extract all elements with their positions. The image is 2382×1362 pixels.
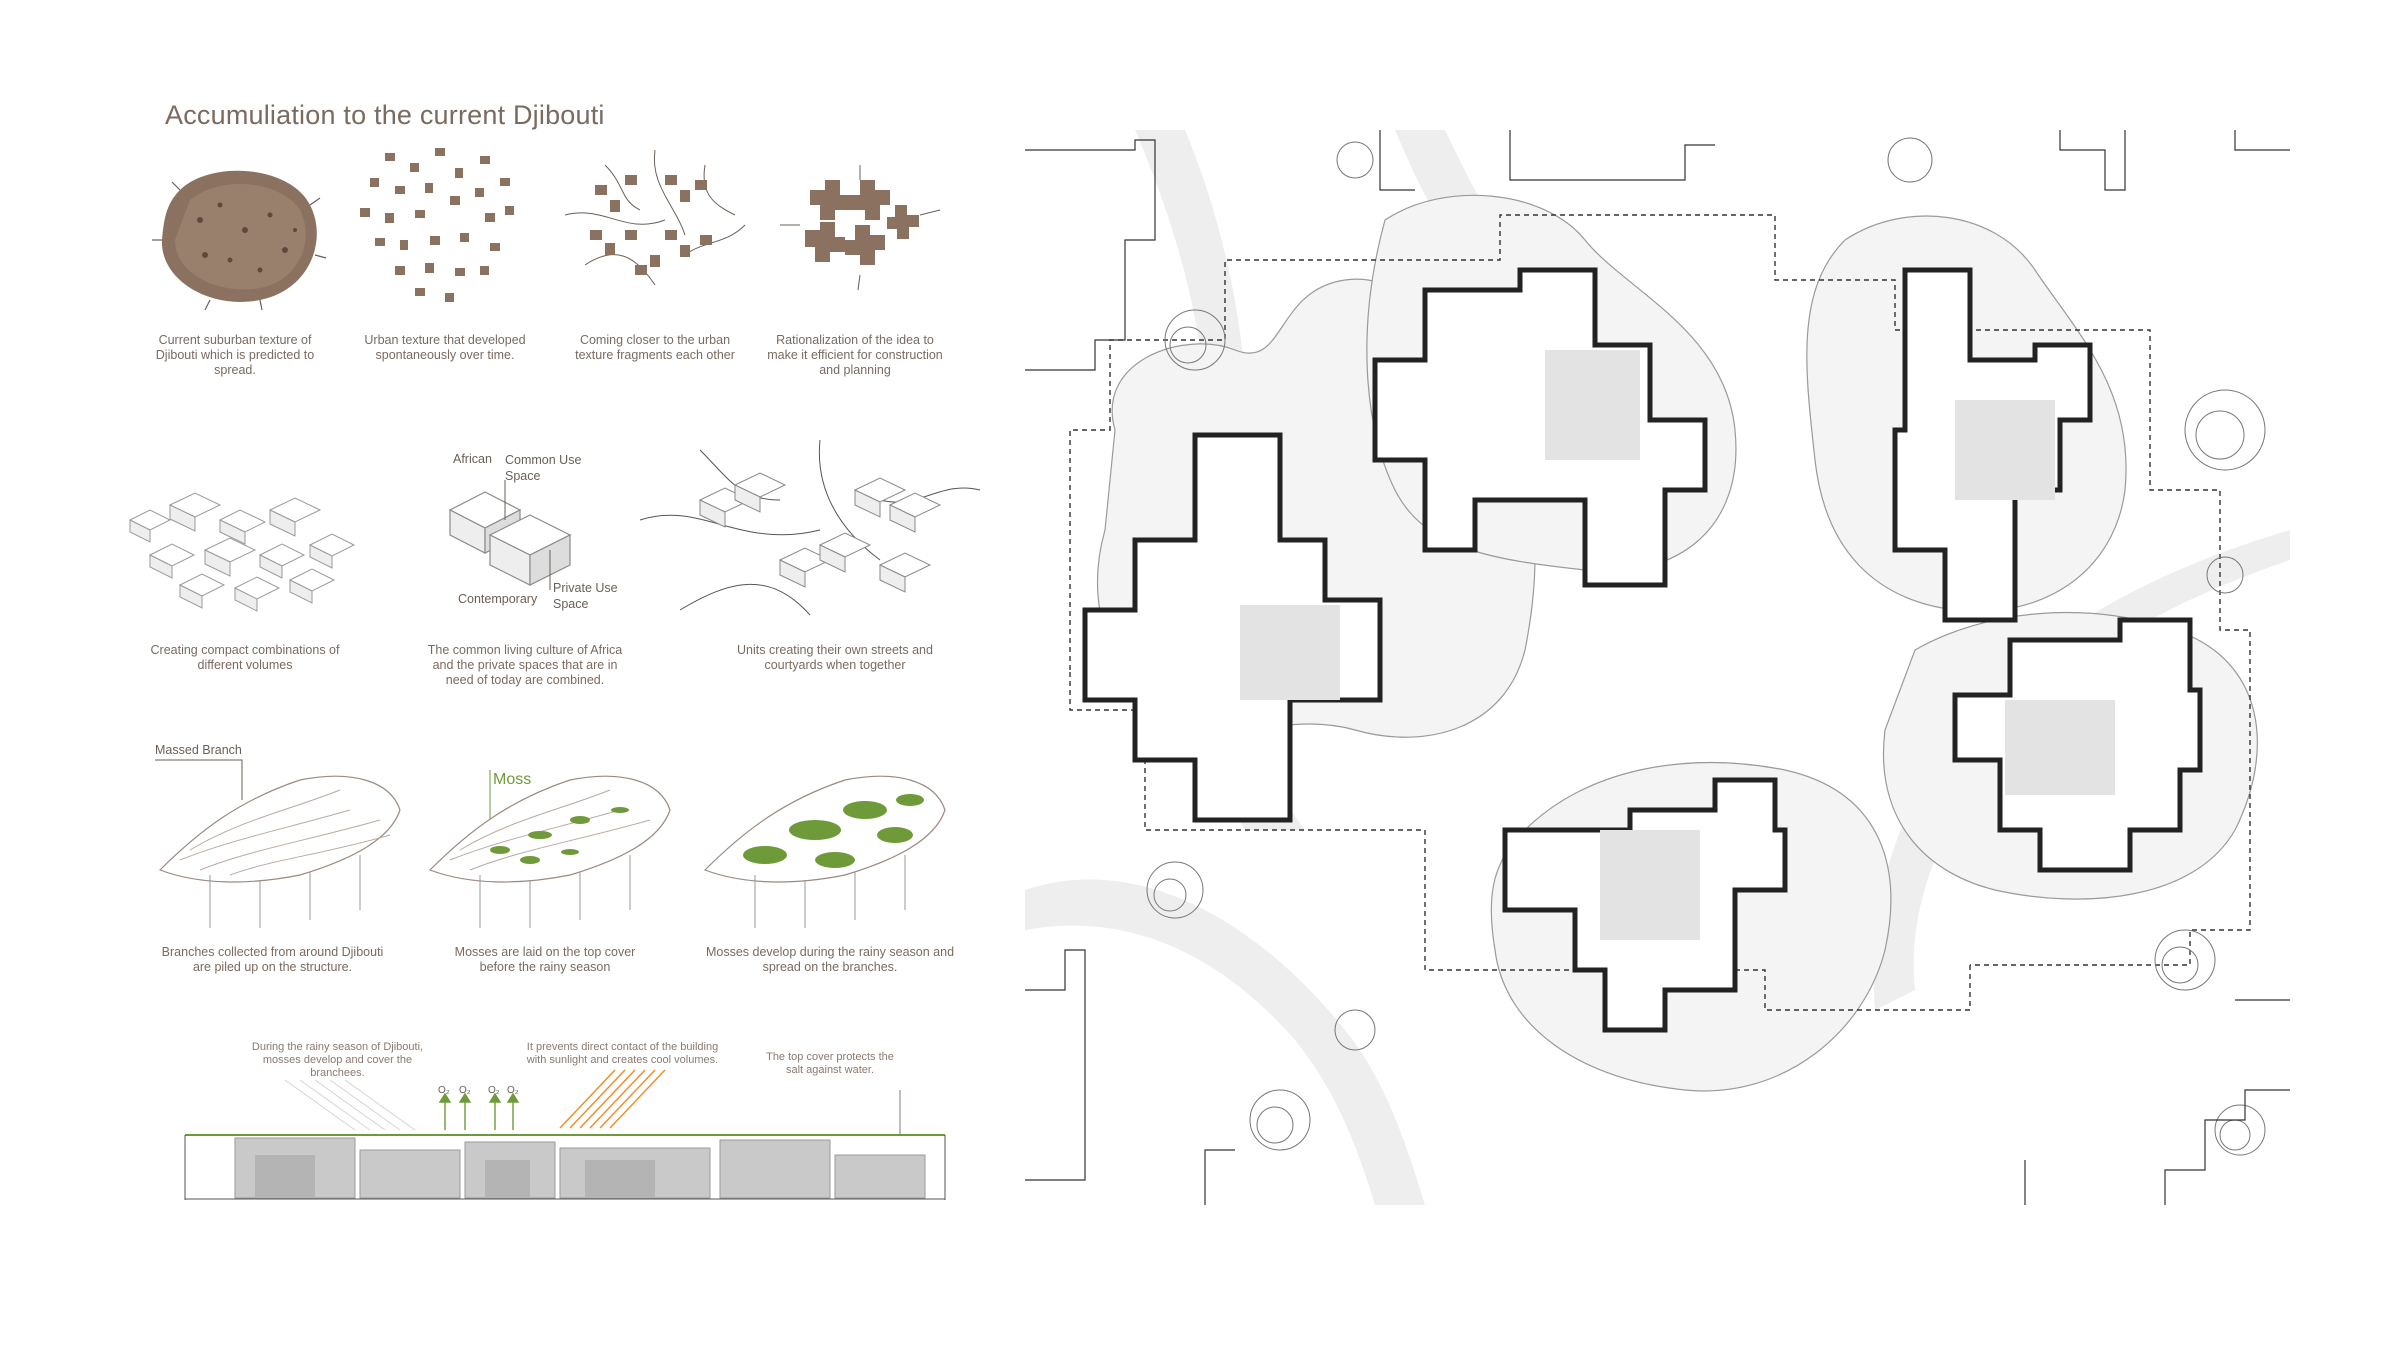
massed-branch-leader bbox=[155, 759, 243, 800]
label-private-use: Private Use Space bbox=[553, 581, 618, 611]
branch-cover-3 bbox=[703, 775, 946, 928]
suburban-texture-blob bbox=[152, 170, 327, 311]
section-drawing: O₂ O₂ O₂ O₂ bbox=[184, 1069, 946, 1200]
branch-cover-1 bbox=[158, 775, 401, 928]
caption-spontaneous: Urban texture that developed spontaneous… bbox=[364, 333, 526, 362]
caption-rationalization: Rationalization of the idea to make it e… bbox=[767, 333, 943, 377]
o2-label-2: O₂ bbox=[459, 1085, 471, 1096]
fragmented-texture bbox=[564, 149, 746, 286]
caption-mosses-laid: Mosses are laid on the top cover before … bbox=[454, 945, 636, 974]
note-sunlight: It prevents direct contact of the buildi… bbox=[526, 1041, 719, 1066]
o2-label-3: O₂ bbox=[488, 1085, 500, 1096]
rationalized-texture bbox=[780, 165, 941, 291]
caption-units-streets: Units creating their own streets and cou… bbox=[737, 643, 933, 672]
label-massed-branch: Massed Branch bbox=[155, 743, 242, 757]
o2-label-1: O₂ bbox=[438, 1085, 450, 1096]
panel-title: Accumuliation to the current Djibouti bbox=[165, 100, 605, 130]
label-common-use: Common Use Space bbox=[505, 453, 582, 483]
note-rainy-season: During the rainy season of Djibouti, mos… bbox=[251, 1041, 424, 1079]
label-african: African bbox=[453, 452, 492, 466]
o2-label-4: O₂ bbox=[507, 1085, 519, 1096]
caption-suburban: Current suburban texture of Djibouti whi… bbox=[155, 333, 315, 377]
common-private-iso bbox=[448, 480, 572, 590]
label-contemporary: Contemporary bbox=[458, 592, 538, 606]
site-plan bbox=[1025, 130, 2290, 1205]
caption-compact: Creating compact combinations of differe… bbox=[150, 643, 340, 672]
caption-mosses-develop: Mosses develop during the rainy season a… bbox=[705, 945, 955, 974]
spontaneous-texture bbox=[360, 148, 514, 302]
label-moss: Moss bbox=[493, 771, 532, 788]
caption-branches: Branches collected from around Djibouti … bbox=[161, 945, 384, 974]
caption-common-culture: The common living culture of Africa and … bbox=[427, 643, 623, 687]
note-top-cover: The top cover protects the salt against … bbox=[766, 1051, 894, 1076]
caption-fragments: Coming closer to the urban texture fragm… bbox=[575, 333, 735, 362]
compact-volumes-iso bbox=[128, 492, 356, 612]
branch-cover-2 bbox=[428, 770, 671, 928]
units-streets-iso bbox=[639, 439, 981, 616]
